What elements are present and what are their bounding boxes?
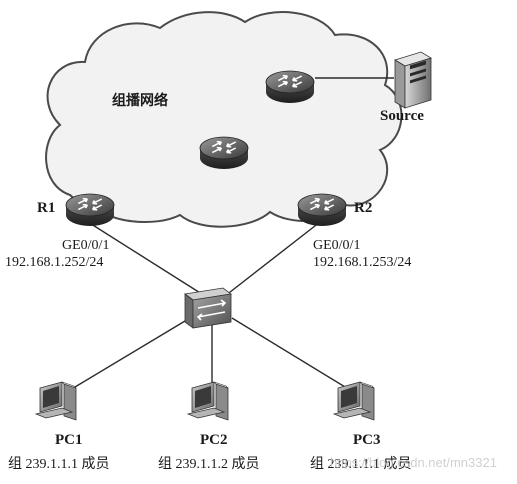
r1-interface: GE0/0/1 bbox=[62, 238, 110, 253]
pc2-group: 组 239.1.1.2 成员 bbox=[158, 457, 260, 472]
multicast-cloud bbox=[45, 11, 403, 228]
switch-icon bbox=[184, 287, 232, 329]
link-switch-pc1 bbox=[69, 317, 191, 391]
pc3-group: 组 239.1.1.1 成员 bbox=[310, 457, 412, 472]
server-icon bbox=[394, 51, 432, 109]
link-r2-switch bbox=[224, 221, 321, 297]
router-r1-icon bbox=[65, 193, 115, 226]
watermark: https://blog.csdn.net/mn3321 bbox=[330, 455, 497, 470]
r1-ip: 192.168.1.252/24 bbox=[5, 255, 104, 270]
pc3-label: PC3 bbox=[353, 432, 381, 448]
pc3-icon bbox=[332, 381, 375, 421]
pc1-label: PC1 bbox=[55, 432, 83, 448]
pc2-icon bbox=[186, 381, 229, 421]
pc1-group: 组 239.1.1.1 成员 bbox=[8, 457, 110, 472]
r2-label: R2 bbox=[354, 200, 373, 216]
pc1-icon bbox=[34, 381, 77, 421]
r2-interface: GE0/0/1 bbox=[313, 238, 361, 253]
link-switch-pc3 bbox=[231, 317, 351, 391]
link-r1-switch bbox=[87, 221, 206, 297]
r2-ip: 192.168.1.253/24 bbox=[313, 255, 412, 270]
router-icon bbox=[199, 136, 249, 169]
pc2-label: PC2 bbox=[200, 432, 228, 448]
r1-label: R1 bbox=[37, 200, 56, 216]
links bbox=[69, 77, 394, 391]
router-r2-icon bbox=[297, 193, 347, 226]
router-icon bbox=[265, 70, 315, 103]
source-label: Source bbox=[380, 108, 424, 124]
cloud-label: 组播网络 bbox=[112, 93, 168, 109]
